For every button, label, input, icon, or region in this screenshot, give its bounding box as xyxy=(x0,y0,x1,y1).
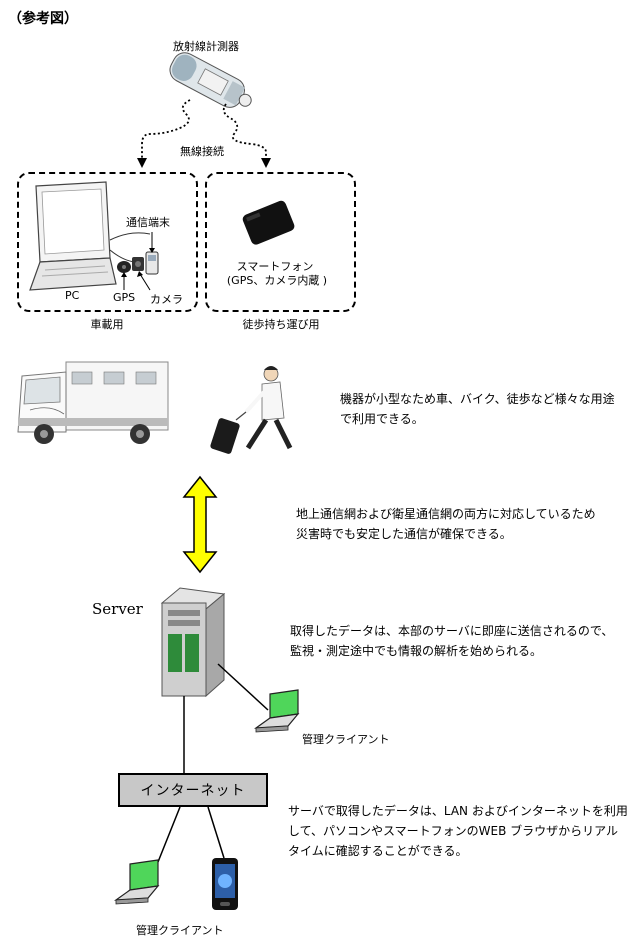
camera-icon xyxy=(132,257,144,271)
client-label-1: 管理クライアント xyxy=(302,733,390,746)
walking-person-icon xyxy=(210,366,293,454)
server-icon xyxy=(160,587,226,698)
description-server: 取得したデータは、本部のサーバに即座に送信されるので、 監視・測定途中でも情報の… xyxy=(290,624,614,658)
client-laptop-icon xyxy=(253,689,300,733)
client-label-2: 管理クライアント xyxy=(136,924,224,937)
description-network: 地上通信網および衛星通信網の両方に対応しているため 災害時でも安定した通信が確保… xyxy=(296,507,596,541)
page-title: （参考図） xyxy=(8,11,78,27)
server-label: Server xyxy=(92,600,143,618)
camera-label: カメラ xyxy=(150,293,183,306)
walk-box xyxy=(205,172,356,312)
laptop-pc-icon xyxy=(29,181,117,291)
vehicle-truck-icon xyxy=(17,361,169,444)
walk-caption: 徒歩持ち運び用 xyxy=(242,318,320,331)
gps-label: GPS xyxy=(113,291,136,304)
wireless-link-left xyxy=(141,99,191,160)
wireless-link-right xyxy=(222,103,267,160)
gps-receiver-icon xyxy=(117,261,131,273)
device-label: 放射線計測器 xyxy=(173,40,239,53)
internet-box: インターネット xyxy=(118,773,268,807)
pc-label: PC xyxy=(65,289,80,302)
description-usage: 機器が小型なため車、バイク、徒歩など様々な用途 で利用できる。 xyxy=(340,392,615,426)
radiation-meter-icon xyxy=(169,52,252,108)
smartphone-label: スマートフォン xyxy=(236,260,314,273)
mobile-phone-icon xyxy=(212,858,238,910)
client-laptop-icon xyxy=(113,859,160,905)
smartphone-spec: (GPS、カメラ内蔵 ) xyxy=(226,274,328,287)
terminal-label: 通信端末 xyxy=(126,216,170,229)
double-arrow-icon xyxy=(182,475,218,574)
wireless-arrow-right xyxy=(261,158,271,168)
vehicle-box xyxy=(17,172,198,312)
connection-label: 無線接続 xyxy=(180,145,224,158)
wireless-arrow-left xyxy=(137,158,147,168)
vehicle-caption: 車載用 xyxy=(90,318,124,331)
smartphone-icon xyxy=(242,200,295,245)
description-web: サーバで取得したデータは、LAN およびインターネットを利用 して、パソコンやス… xyxy=(288,804,628,858)
